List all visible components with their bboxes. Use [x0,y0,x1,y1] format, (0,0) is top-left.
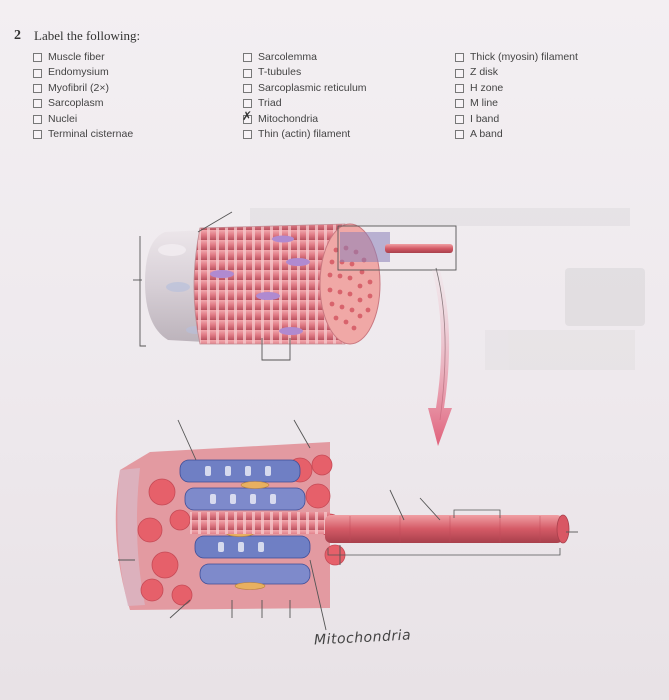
label-item[interactable]: A band [455,127,578,142]
label-text: Muscle fiber [48,51,105,63]
rod-bracket [327,548,561,556]
label-text: Nuclei [48,112,78,125]
checkbox[interactable] [33,84,42,94]
leader-line [197,211,233,233]
fiber-outline [193,223,346,345]
label-column-1: Muscle fiber Endomysium Myofibril (2×) S… [33,50,133,142]
checkbox[interactable] [455,68,464,78]
label-text: Endomysium [48,66,109,79]
checkbox[interactable] [33,114,42,124]
checkbox[interactable] [33,68,42,78]
label-text: H zone [470,81,504,94]
checkbox[interactable] [243,130,252,140]
myofibril-core [190,512,330,534]
checkbox[interactable] [455,84,464,94]
label-text: Sarcoplasmic reticulum [258,81,367,94]
nucleus [279,327,303,335]
checkbox[interactable] [455,130,464,140]
checkbox[interactable] [243,68,252,78]
upper-muscle-fiber [133,211,457,361]
nucleus [210,270,234,278]
label-item[interactable]: Z disk [455,65,578,80]
checkbox[interactable] [455,114,464,124]
rod-bands [349,516,541,542]
checkbox[interactable] [243,53,252,63]
lower-detailed-segment [115,419,578,631]
sheath-spot [166,282,190,292]
label-item[interactable]: Myofibril (2×) [33,81,133,96]
checkbox[interactable] [33,99,42,109]
checkbox[interactable] [455,53,464,63]
fiber-striated-body [194,224,345,344]
label-item[interactable]: T-tubules [243,65,367,80]
checkbox[interactable] [243,84,252,94]
leader-lines [118,419,578,631]
label-item[interactable]: Mitochondria [242,109,367,127]
nucleus [286,258,310,266]
myofibril-rod [385,244,453,253]
sarcolemma-edge [117,468,145,606]
label-item[interactable]: Sarcoplasmic reticulum [243,81,367,96]
label-text: Z disk [470,66,499,79]
label-text: A band [470,128,503,141]
label-item[interactable]: Thick (myosin) filament [455,50,578,65]
bleed-through-marks [250,208,645,370]
fiber-bracket [139,236,146,347]
checkbox[interactable] [33,130,42,140]
label-item[interactable]: Endomysium [33,65,133,80]
label-column-3: Thick (myosin) filament Z disk H zone M … [455,50,578,142]
label-text: Sarcoplasm [48,97,104,110]
checkbox[interactable] [455,99,464,109]
label-text: Myofibril (2×) [48,81,109,94]
label-item[interactable]: Nuclei [33,112,133,127]
sarcoplasmic-reticulum [179,459,311,585]
label-item[interactable]: I band [455,112,578,127]
rod-end [556,514,570,544]
label-text: Mitochondria [258,112,319,125]
myofibril-highlight-box [337,225,457,271]
label-text: Thin (actin) filament [258,128,351,141]
label-text: T-tubules [258,66,302,79]
label-item[interactable]: Terminal cisternae [33,127,133,142]
label-item[interactable]: H zone [455,81,578,96]
zoom-arrow [428,267,452,446]
nucleus [256,292,280,300]
nucleus [272,235,294,243]
label-column-2: Sarcolemma T-tubules Sarcoplasmic reticu… [242,50,367,142]
label-text: M line [470,97,499,110]
sheath-highlight [158,244,186,256]
question-number: 2 [14,28,21,43]
checkbox-checked[interactable] [242,109,252,124]
label-text: I band [470,112,500,125]
question-title: Label the following: [34,28,141,43]
checkbox[interactable] [33,53,42,63]
myofibril-bundle [340,232,390,262]
extended-myofibril [325,515,563,543]
label-item[interactable]: M line [455,96,578,111]
label-item[interactable]: Sarcolemma [243,50,367,65]
label-text: Terminal cisternae [48,128,134,141]
label-item[interactable]: Sarcoplasm [33,96,133,111]
label-item[interactable]: Muscle fiber [33,50,133,65]
leader-line [261,338,291,361]
label-item[interactable]: Thin (actin) filament [243,127,367,142]
rod-bracket-top [453,509,501,518]
label-text: Triad [258,97,282,110]
label-text: Sarcolemma [258,51,317,63]
label-text: Thick (myosin) filament [470,51,578,63]
